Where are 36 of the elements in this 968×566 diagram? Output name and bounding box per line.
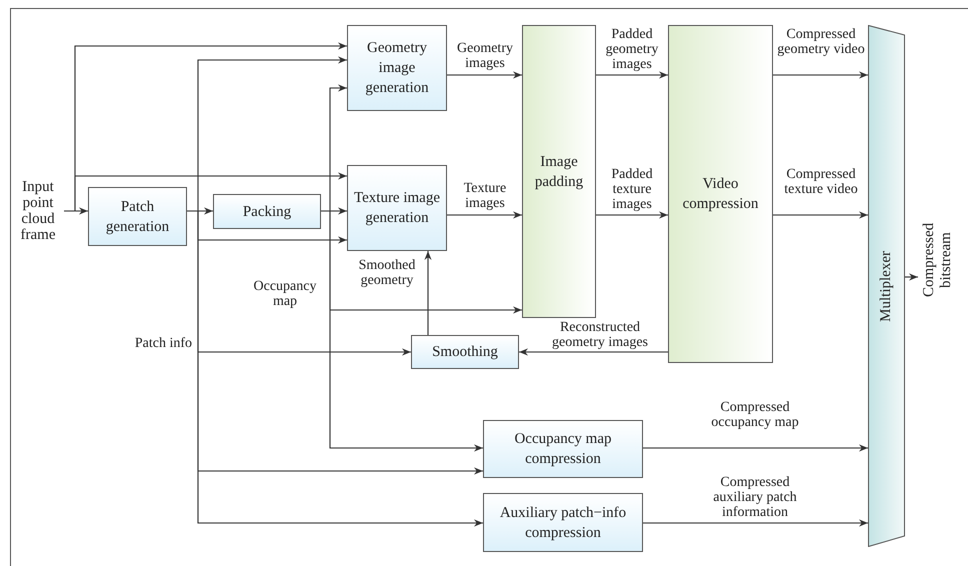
edge-label: Texture images (462, 181, 508, 211)
process-box: Patch generation (88, 187, 187, 246)
process-box: Geometry image generation (347, 25, 447, 111)
edge-label: Padded geometry images (604, 27, 660, 72)
connector-arrow (905, 273, 918, 281)
connector-arrow (773, 71, 868, 79)
process-box: Texture image generation (347, 165, 447, 251)
process-box: Packing (213, 194, 321, 229)
edge-label: Compressed auxiliary patch information (712, 475, 798, 520)
output-label: Compressed bitstream (918, 205, 958, 315)
connector-arrow (447, 71, 522, 79)
connector-arrow (519, 348, 668, 356)
edge-label: Compressed geometry video (776, 27, 866, 57)
connector-arrow (596, 211, 668, 219)
process-block: Video compression (668, 25, 773, 363)
edge-label: Geometry images (456, 41, 514, 71)
connector-arrow (447, 211, 522, 219)
connector-arrow (64, 172, 347, 212)
edge-label: Padded texture images (610, 167, 654, 212)
connector-arrow (773, 211, 868, 219)
edge-label: Compressed occupancy map (710, 400, 800, 430)
edge-label: Compressed texture video (783, 167, 859, 197)
edge-label: Reconstructed geometry images (550, 320, 650, 350)
edge-label: Patch info (134, 336, 192, 351)
connector-arrow (643, 519, 868, 527)
edge-label: Smoothed geometry (358, 258, 416, 288)
process-box: Auxiliary patch−info compression (483, 493, 643, 552)
connector-arrow (643, 444, 868, 452)
multiplexer-label: Multiplexer (878, 250, 895, 322)
connector-arrow (424, 251, 432, 335)
process-box: Smoothing (411, 335, 519, 369)
connector-arrow (596, 71, 668, 79)
process-block: Image padding (522, 25, 596, 318)
input-label: Input point cloud frame (12, 175, 64, 247)
edge-label: Occupancy map (252, 279, 318, 309)
process-box: Occupancy map compression (483, 420, 643, 478)
